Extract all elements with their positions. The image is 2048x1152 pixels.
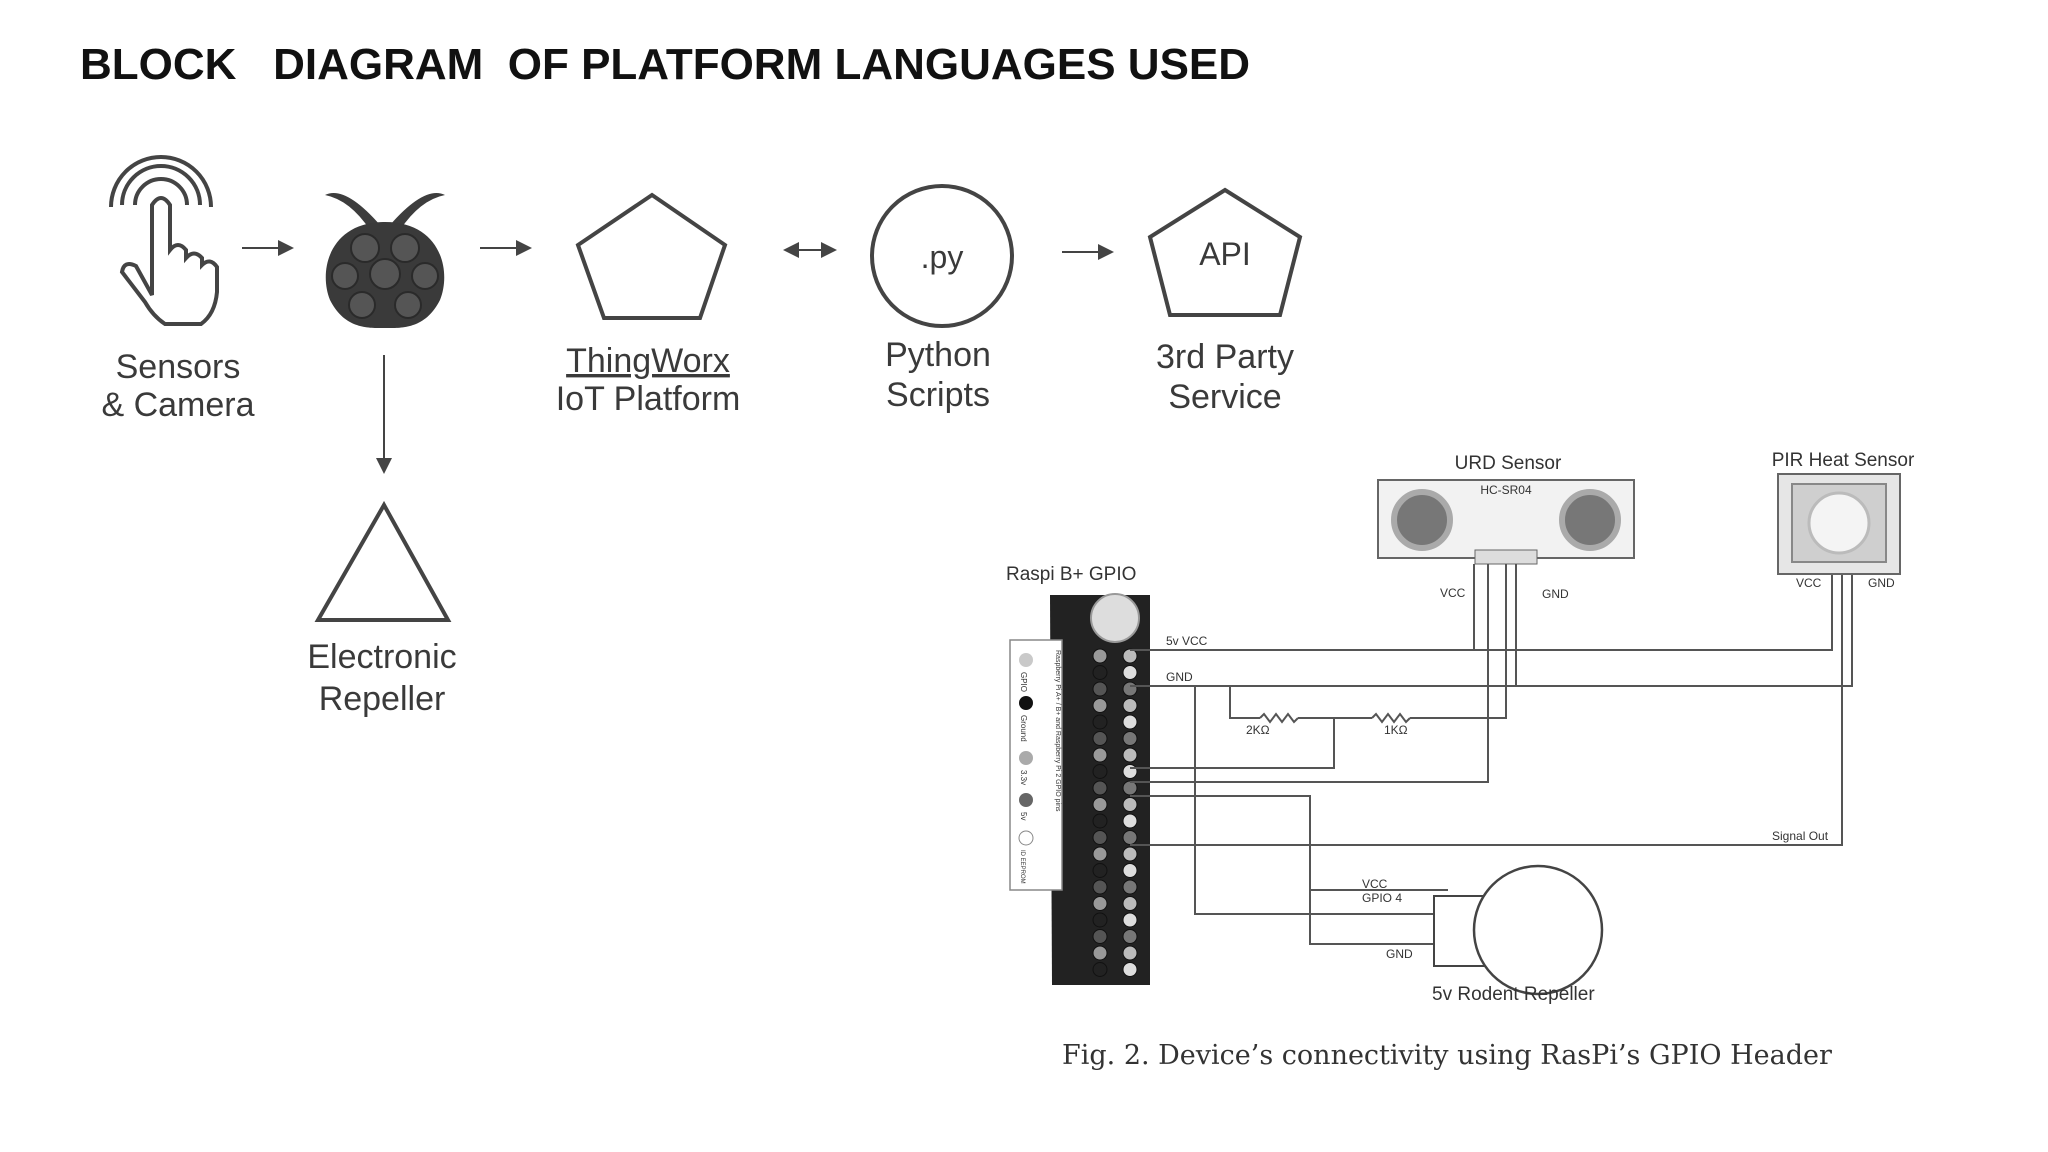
gpio-pin [1122, 863, 1138, 878]
gpio-pin [1092, 714, 1108, 730]
svg-text:ID EEPROM: ID EEPROM [1019, 850, 1025, 884]
gpio-pin [1122, 962, 1138, 977]
gpio-pin [1092, 912, 1108, 928]
gpio-pin [1092, 813, 1108, 829]
gpio-legend-header: Raspberry Pi A+ / B+ and Raspberry Pi 2 … [1054, 650, 1061, 812]
gpio-pin [1092, 780, 1108, 796]
sensors-label-line2: & Camera [101, 386, 254, 424]
figure-caption: Fig. 2. Device’s connectivity using RasP… [1062, 1040, 1832, 1071]
svg-text:3.3v: 3.3v [1019, 770, 1028, 785]
gpio-pin [1092, 747, 1108, 763]
svg-text:Ground: Ground [1019, 715, 1028, 742]
urd-model: HC-SR04 [1480, 483, 1532, 497]
gpio-legend-items: GPIO Ground 3.3v 5v ID EEPROM [1018, 653, 1034, 884]
gpio-pin [1092, 797, 1108, 812]
api-label-line2: Service [1168, 378, 1281, 416]
gpio-pin [1092, 896, 1108, 911]
thingworx-label-line2: IoT Platform [556, 380, 741, 418]
repeller-gpio-label: GPIO 4 [1362, 891, 1402, 905]
repeller-speaker [1472, 864, 1604, 996]
gpio-pin [1122, 846, 1138, 862]
gpio-pin [1122, 648, 1138, 664]
urd-vcc-label: VCC [1440, 586, 1466, 600]
wire-gnd-label: GND [1166, 670, 1193, 684]
urd-gnd-label: GND [1542, 587, 1569, 601]
repeller-label-line1: Electronic [307, 638, 456, 676]
urd-transducer-right [1559, 489, 1621, 551]
pir-vcc-label: VCC [1796, 576, 1822, 590]
api-icon [1147, 187, 1303, 317]
gpio-pin [1122, 813, 1138, 829]
pir-sensor-title: PIR Heat Sensor [1772, 450, 1915, 471]
gpio-pin [1122, 665, 1138, 680]
gpio-pin [1092, 648, 1108, 664]
repeller-gnd-label: GND [1386, 947, 1413, 961]
gpio-pin [1122, 912, 1138, 928]
svg-text:5v: 5v [1019, 812, 1028, 820]
gpio-pin [1092, 681, 1108, 697]
wire-5v-label: 5v VCC [1166, 634, 1208, 648]
gpio-pin [1092, 830, 1108, 845]
svg-text:GPIO: GPIO [1019, 672, 1028, 692]
touch-sensor-icon [109, 155, 219, 326]
gpio-pin [1092, 929, 1108, 944]
gpio-legend [1009, 639, 1063, 891]
gpio-pin [1122, 698, 1138, 713]
gpio-pin [1122, 714, 1138, 730]
page-title: BLOCK DIAGRAM OF PLATFORM LANGUAGES USED [80, 40, 1251, 89]
gpio-pin [1092, 945, 1108, 961]
gpio-pin [1092, 665, 1108, 680]
thingworx-icon [575, 192, 728, 320]
repeller-label-line2: Repeller [319, 680, 446, 718]
resistor-1k-label: 1KΩ [1384, 723, 1408, 737]
gpio-pin [1122, 929, 1138, 944]
gpio-pin [1092, 863, 1108, 878]
gpio-pin [1122, 780, 1138, 796]
gpio-pin [1092, 846, 1108, 862]
gpio-pin [1122, 747, 1138, 763]
gpio-pin [1092, 698, 1108, 713]
gpio-pin [1092, 879, 1108, 895]
python-label-line2: Scripts [886, 376, 990, 414]
gpio-pin [1122, 731, 1138, 746]
repeller-vcc-label: VCC [1362, 877, 1388, 891]
gpio-pins [1092, 648, 1138, 977]
gpio-pin [1122, 896, 1138, 911]
gpio-pin [1122, 879, 1138, 895]
api-label-line1: 3rd Party [1156, 338, 1294, 376]
urd-sensor-title: URD Sensor [1455, 453, 1562, 474]
urd-pin-header [1474, 549, 1538, 565]
python-icon-text: .py [921, 239, 964, 275]
pir-lens [1807, 491, 1871, 555]
urd-transducer-left [1391, 489, 1453, 551]
resistor-2k-label: 2KΩ [1246, 723, 1270, 737]
gpio-pin [1122, 681, 1138, 697]
python-label-line1: Python [885, 336, 991, 374]
sensors-label-line1: Sensors [116, 348, 241, 386]
api-icon-text: API [1199, 236, 1251, 272]
repeller-title: 5v Rodent Repeller [1432, 984, 1595, 1005]
gpio-pin [1092, 764, 1108, 779]
thingworx-label-line1: ThingWorx [566, 342, 730, 380]
gpio-pin [1122, 945, 1138, 961]
raspberry-pi-icon [325, 193, 445, 329]
gpio-pin [1092, 731, 1108, 746]
raspi-title: Raspi B+ GPIO [1006, 564, 1136, 585]
python-file-icon [870, 184, 1014, 328]
gpio-pin [1122, 830, 1138, 845]
gpio-pin [1122, 764, 1138, 779]
gpio-pin [1122, 797, 1138, 812]
pir-gnd-label: GND [1868, 576, 1895, 590]
gpio-pin [1092, 962, 1108, 977]
signal-out-label: Signal Out [1772, 829, 1829, 843]
repeller-icon [314, 500, 452, 622]
circuit-wires [1130, 564, 1853, 945]
